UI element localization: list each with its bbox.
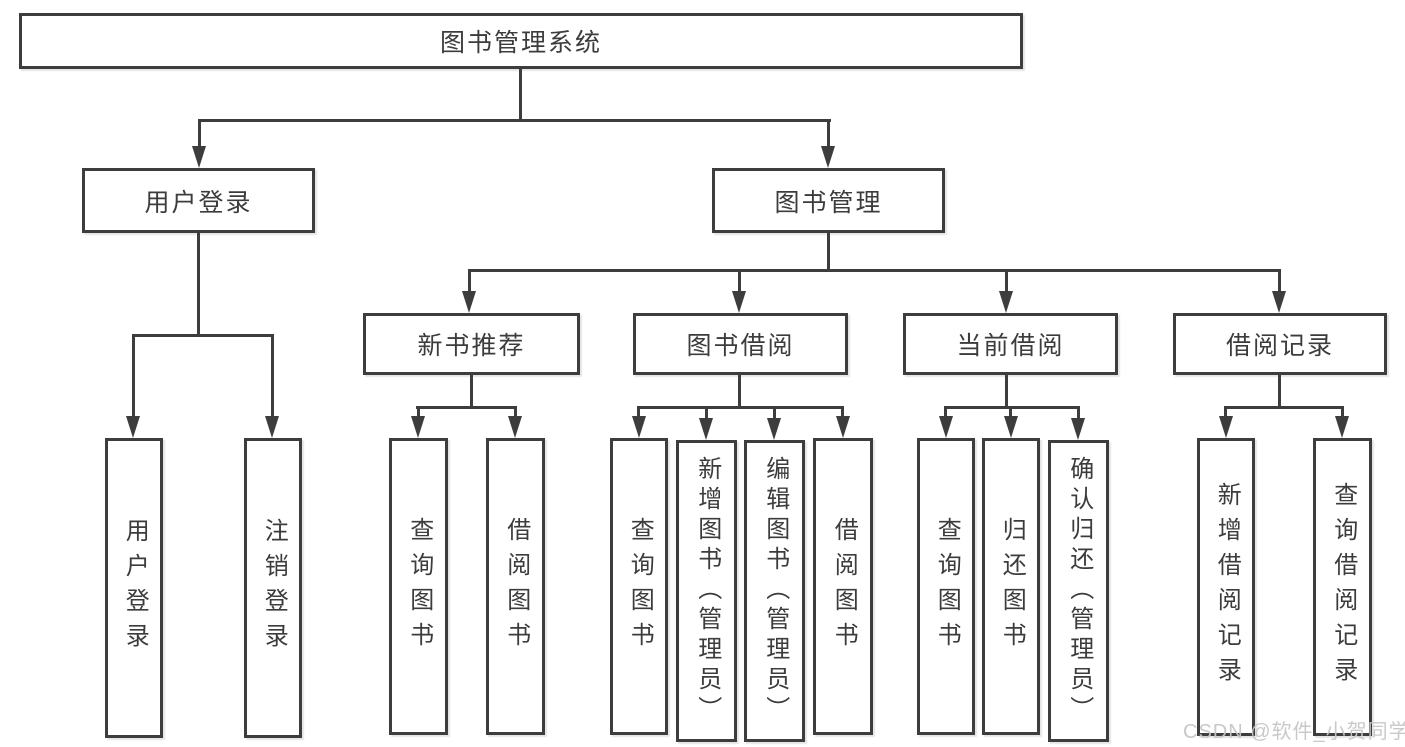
node-book-mgmt-branch: 图书管理: [712, 168, 945, 233]
node-borrow-record-label: 借阅记录: [1225, 332, 1334, 360]
leaf-g4-query-borrow-record-label: 查询借阅记录: [1329, 482, 1357, 692]
connector-stem-book-borrow: [738, 269, 741, 294]
connector-stem-current-borrow: [1005, 269, 1008, 294]
arrowhead-book-mgmt: [821, 146, 835, 168]
arrowhead-leaf-login: [126, 416, 140, 438]
connector-g2-stem-2: [705, 406, 708, 420]
leaf-g4-add-borrow-record: 新增借阅记录: [1197, 438, 1255, 736]
connector-g2-stem-3: [773, 406, 776, 420]
arrowhead-g4-leaf-2: [1335, 416, 1349, 438]
leaf-g3-query-book-label: 查询图书: [933, 516, 961, 657]
leaf-g2-add-book-admin-label: 新增图书（管理员）: [693, 456, 721, 726]
arrowhead-new-book: [462, 291, 476, 313]
arrowhead-g1-leaf-2: [508, 416, 522, 438]
connector-root-trunk: [519, 69, 522, 121]
arrowhead-g4-leaf-1: [1219, 416, 1233, 438]
node-book-borrow: 图书借阅: [633, 313, 848, 375]
connector-g2-stem-4: [841, 406, 844, 418]
leaf-g3-query-book: 查询图书: [917, 438, 975, 735]
leaf-g2-query-book: 查询图书: [610, 438, 668, 735]
leaf-g4-query-borrow-record: 查询借阅记录: [1313, 438, 1372, 736]
arrowhead-book-borrow: [732, 291, 746, 313]
arrowhead-g2-leaf-1: [632, 416, 646, 438]
leaf-logout-label: 注销登录: [260, 518, 288, 658]
connector-g4-stem-1: [1224, 406, 1227, 418]
node-new-book-rec-label: 新书推荐: [417, 332, 526, 360]
connector-g1-bar: [416, 406, 516, 409]
node-new-book-rec: 新书推荐: [363, 313, 580, 375]
connector-g3-bar: [944, 406, 1080, 409]
node-root-label: 图书管理系统: [439, 29, 602, 57]
leaf-user-login: 用户登录: [105, 438, 163, 738]
connector-g2-trunk: [738, 375, 741, 408]
connector-stem-book-mgmt: [827, 119, 830, 146]
connector-level3-bar: [468, 269, 1281, 272]
node-book-borrow-label: 图书借阅: [686, 332, 795, 360]
connector-g4-trunk: [1278, 375, 1281, 408]
node-current-borrow: 当前借阅: [903, 313, 1118, 375]
connector-g4-bar: [1224, 406, 1343, 409]
connector-stem-leaf-logout: [271, 334, 274, 416]
leaf-g2-query-book-label: 查询图书: [626, 516, 654, 657]
arrowhead-g2-leaf-4: [836, 416, 850, 438]
arrowhead-g2-leaf-3: [767, 418, 781, 440]
leaf-g1-borrow-book: 借阅图书: [486, 438, 545, 735]
arrowhead-g3-leaf-3: [1071, 418, 1085, 440]
arrowhead-current-borrow: [999, 291, 1013, 313]
leaf-g3-return-book-label: 归还图书: [998, 516, 1026, 657]
leaf-g3-confirm-return-admin-label: 确认归还（管理员）: [1065, 456, 1093, 726]
connector-stem-borrow-record: [1278, 269, 1281, 294]
arrowhead-g3-leaf-1: [939, 416, 953, 438]
arrowhead-g2-leaf-2: [699, 418, 713, 440]
connector-g1-stem-2: [514, 406, 517, 418]
node-current-borrow-label: 当前借阅: [956, 332, 1065, 360]
connector-g2-bar: [637, 406, 844, 409]
node-user-login-branch: 用户登录: [82, 168, 315, 233]
connector-book-mgmt-trunk: [827, 233, 830, 271]
csdn-watermark: CSDN @软件_小贺同学: [1183, 721, 1405, 743]
arrowhead-leaf-logout: [265, 416, 279, 438]
arrowhead-g1-leaf-1: [411, 416, 425, 438]
connector-stem-new-book: [468, 269, 471, 294]
connector-level1-bar: [198, 119, 831, 122]
leaf-g4-add-borrow-record-label: 新增借阅记录: [1213, 482, 1241, 692]
leaf-g2-edit-book-admin-label: 编辑图书（管理员）: [761, 456, 789, 726]
leaf-g2-borrow-book: 借阅图书: [813, 438, 873, 735]
leaf-g2-borrow-book-label: 借阅图书: [830, 516, 858, 657]
connector-g3-trunk: [1005, 375, 1008, 408]
leaf-g2-add-book-admin: 新增图书（管理员）: [676, 440, 737, 742]
node-borrow-record: 借阅记录: [1173, 313, 1387, 375]
connector-g3-stem-1: [944, 406, 947, 418]
connector-user-login-trunk: [197, 233, 200, 336]
leaf-g1-query-book: 查询图书: [389, 438, 448, 735]
connector-g3-stem-2: [1009, 406, 1012, 418]
connector-g1-stem-1: [417, 406, 420, 418]
leaf-g3-confirm-return-admin: 确认归还（管理员）: [1048, 440, 1109, 742]
connector-stem-user-login: [198, 119, 201, 146]
connector-g1-trunk: [470, 375, 473, 408]
leaf-logout: 注销登录: [244, 438, 302, 738]
arrowhead-g3-leaf-2: [1004, 416, 1018, 438]
node-book-mgmt-label: 图书管理: [774, 188, 883, 217]
leaf-user-login-label: 用户登录: [121, 518, 149, 658]
node-user-login-label: 用户登录: [144, 188, 253, 217]
arrowhead-user-login: [192, 146, 206, 168]
connector-g2-stem-1: [637, 406, 640, 418]
connector-stem-leaf-login: [132, 334, 135, 416]
leaf-g1-query-book-label: 查询图书: [405, 516, 433, 657]
connector-g3-stem-3: [1077, 406, 1080, 420]
leaf-g3-return-book: 归还图书: [982, 438, 1040, 735]
leaf-g1-borrow-book-label: 借阅图书: [502, 516, 530, 657]
arrowhead-borrow-record: [1272, 291, 1286, 313]
node-root: 图书管理系统: [19, 13, 1023, 69]
connector-g4-stem-2: [1341, 406, 1344, 418]
connector-user-login-bar: [132, 334, 274, 337]
leaf-g2-edit-book-admin: 编辑图书（管理员）: [744, 440, 805, 742]
